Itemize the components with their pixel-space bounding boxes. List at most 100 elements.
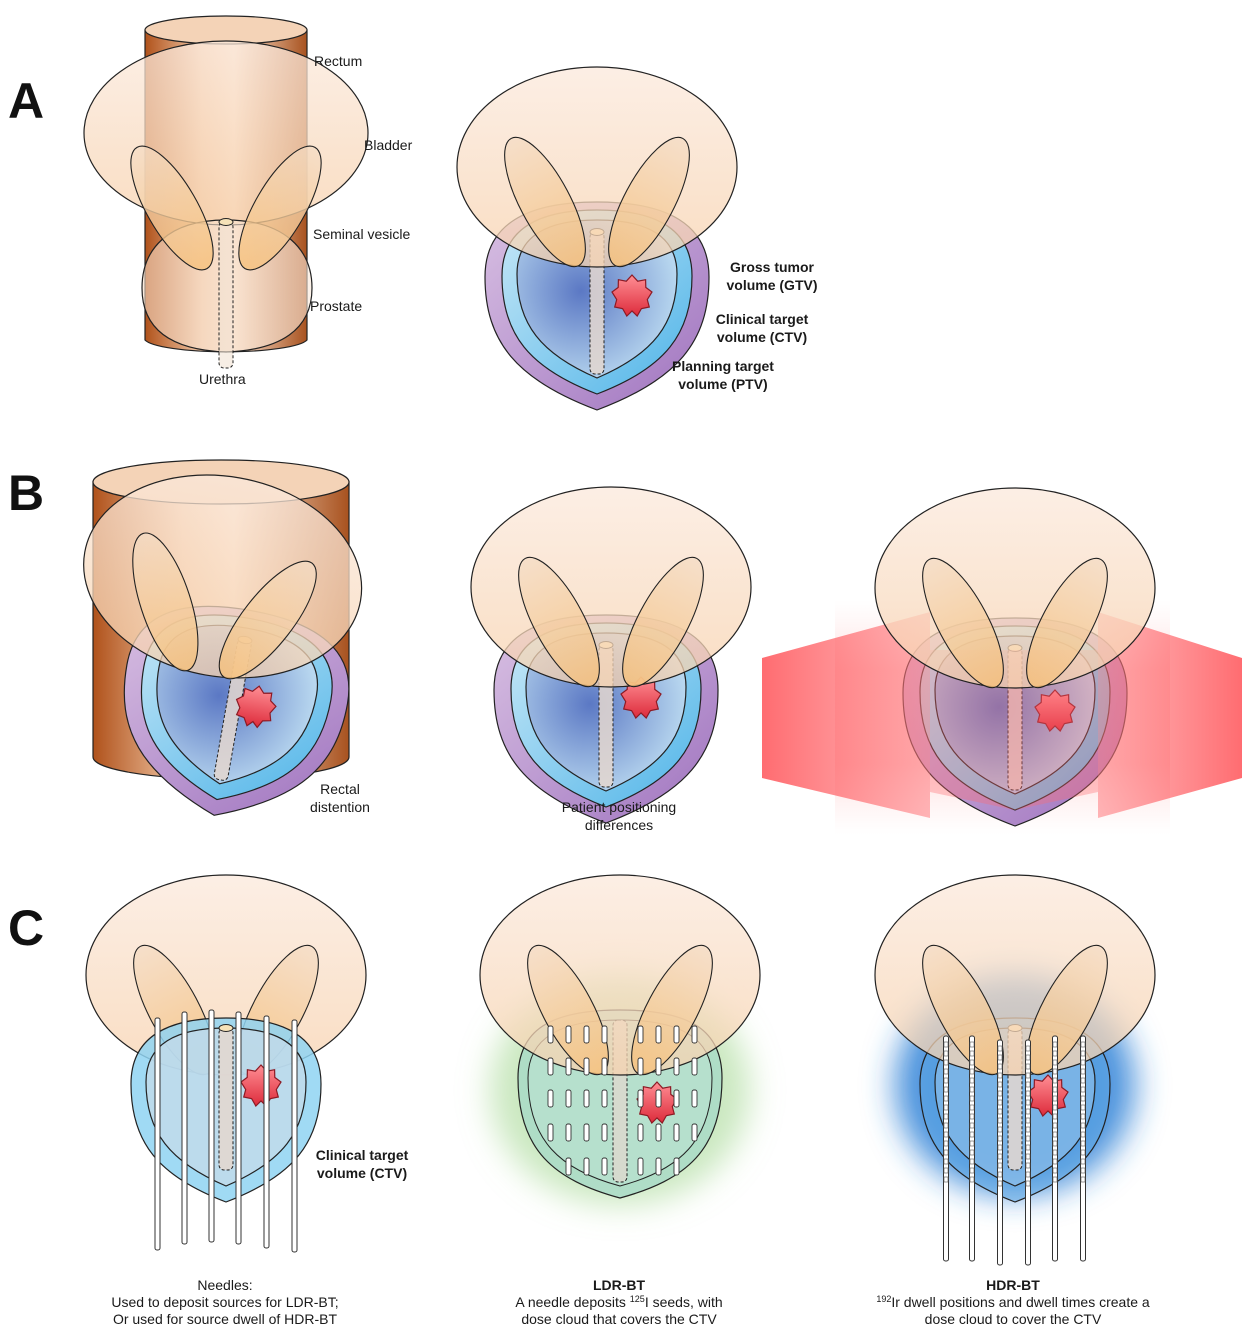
panel-c-hdr: [875, 875, 1155, 1265]
panel-c-needles: [86, 875, 366, 1252]
dwell-position: [1081, 1114, 1085, 1119]
dwell-position: [998, 1163, 1002, 1168]
dwell-position: [1026, 1136, 1030, 1141]
ldr-seed: [566, 1058, 571, 1075]
dwell-position: [970, 1150, 974, 1155]
needle: [155, 1018, 160, 1250]
ldr-seed: [548, 1058, 553, 1075]
ldr-seed: [638, 1058, 643, 1075]
dwell-position: [944, 1123, 948, 1128]
dwell-position: [1026, 1172, 1030, 1177]
label-rectum: Rectum: [314, 53, 362, 69]
dwell-position: [1026, 1118, 1030, 1123]
label-needles-line2: Used to deposit sources for LDR-BT;: [111, 1294, 338, 1310]
ldr-seed: [566, 1026, 571, 1043]
dwell-position: [1053, 1159, 1057, 1164]
dwell-position: [1026, 1100, 1030, 1105]
ldr-seed: [602, 1090, 607, 1107]
dwell-position: [998, 1109, 1002, 1114]
ldr-seed: [584, 1124, 589, 1141]
needle: [236, 1012, 241, 1244]
ldr-seed: [584, 1058, 589, 1075]
label-needles-line3: Or used for source dwell of HDR-BT: [113, 1311, 338, 1327]
dwell-position: [944, 1168, 948, 1173]
dwell-position: [970, 1069, 974, 1074]
dwell-position: [1081, 1087, 1085, 1092]
dwell-position: [1026, 1082, 1030, 1087]
dwell-position: [998, 1136, 1002, 1141]
dwell-position: [970, 1141, 974, 1146]
dwell-position: [1053, 1069, 1057, 1074]
dwell-position: [998, 1181, 1002, 1186]
dwell-position: [944, 1051, 948, 1056]
dwell-position: [944, 1150, 948, 1155]
dwell-position: [970, 1105, 974, 1110]
label-ctv-line1: Clinical target: [716, 311, 809, 327]
dwell-position: [1053, 1177, 1057, 1182]
ldr-seed: [656, 1124, 661, 1141]
dwell-position: [970, 1078, 974, 1083]
dwell-position: [1081, 1168, 1085, 1173]
dwell-position: [1026, 1181, 1030, 1186]
dwell-position: [998, 1073, 1002, 1078]
dwell-position: [970, 1123, 974, 1128]
label-gtv-line1: Gross tumor: [730, 259, 815, 275]
dwell-position: [1026, 1073, 1030, 1078]
dwell-position: [998, 1118, 1002, 1123]
ldr-seed: [674, 1124, 679, 1141]
label-ldr-title: LDR-BT: [593, 1277, 646, 1293]
dwell-position: [998, 1127, 1002, 1132]
label-hdr-title: HDR-BT: [986, 1277, 1040, 1293]
label-c-ctv-line1: Clinical target: [316, 1147, 409, 1163]
label-rectal-line1: Rectal: [320, 781, 360, 797]
urethra: [219, 222, 233, 368]
ldr-seed: [638, 1090, 643, 1107]
ldr-seed: [602, 1124, 607, 1141]
dwell-position: [1081, 1123, 1085, 1128]
ldr-seed: [602, 1058, 607, 1075]
ldr-seed: [656, 1090, 661, 1107]
ldr-seed: [548, 1124, 553, 1141]
dwell-position: [944, 1159, 948, 1164]
dwell-position: [1081, 1060, 1085, 1065]
panel-b-rectal-distention: [66, 454, 378, 835]
dwell-position: [1081, 1078, 1085, 1083]
dwell-position: [1026, 1127, 1030, 1132]
label-ptv-line1: Planning target: [672, 358, 774, 374]
label-hdr-line1: 192Ir dwell positions and dwell times cr…: [876, 1294, 1150, 1310]
ldr-seed: [602, 1158, 607, 1175]
dwell-position: [1081, 1159, 1085, 1164]
ldr-seed: [692, 1026, 697, 1043]
dwell-position: [1053, 1132, 1057, 1137]
label-hdr-line2: dose cloud to cover the CTV: [925, 1311, 1102, 1327]
ldr-seed: [638, 1124, 643, 1141]
ldr-seed: [674, 1026, 679, 1043]
dwell-position: [1026, 1055, 1030, 1060]
dwell-position: [1053, 1114, 1057, 1119]
dwell-position: [944, 1105, 948, 1110]
label-seminal-vesicle: Seminal vesicle: [313, 226, 410, 242]
dwell-position: [1081, 1069, 1085, 1074]
dwell-position: [1053, 1105, 1057, 1110]
dwell-position: [970, 1042, 974, 1047]
dwell-position: [1081, 1105, 1085, 1110]
label-positioning-line1: Patient positioning: [562, 799, 676, 815]
label-ldr-line2: dose cloud that covers the CTV: [521, 1311, 717, 1327]
ldr-seed: [656, 1058, 661, 1075]
dwell-position: [1081, 1141, 1085, 1146]
panel-c-ldr: [480, 875, 760, 1205]
dwell-position: [998, 1145, 1002, 1150]
dwell-position: [1053, 1042, 1057, 1047]
label-ldr-line1: A needle deposits 125I seeds, with: [515, 1294, 722, 1310]
dwell-position: [1053, 1150, 1057, 1155]
dwell-position: [1026, 1046, 1030, 1051]
label-ctv-line2: volume (CTV): [717, 329, 807, 345]
ldr-seed: [674, 1090, 679, 1107]
ldr-seed: [692, 1058, 697, 1075]
dwell-position: [998, 1055, 1002, 1060]
dwell-position: [998, 1046, 1002, 1051]
dwell-position: [1026, 1145, 1030, 1150]
dwell-position: [1053, 1096, 1057, 1101]
label-needles-line1: Needles:: [197, 1277, 252, 1293]
